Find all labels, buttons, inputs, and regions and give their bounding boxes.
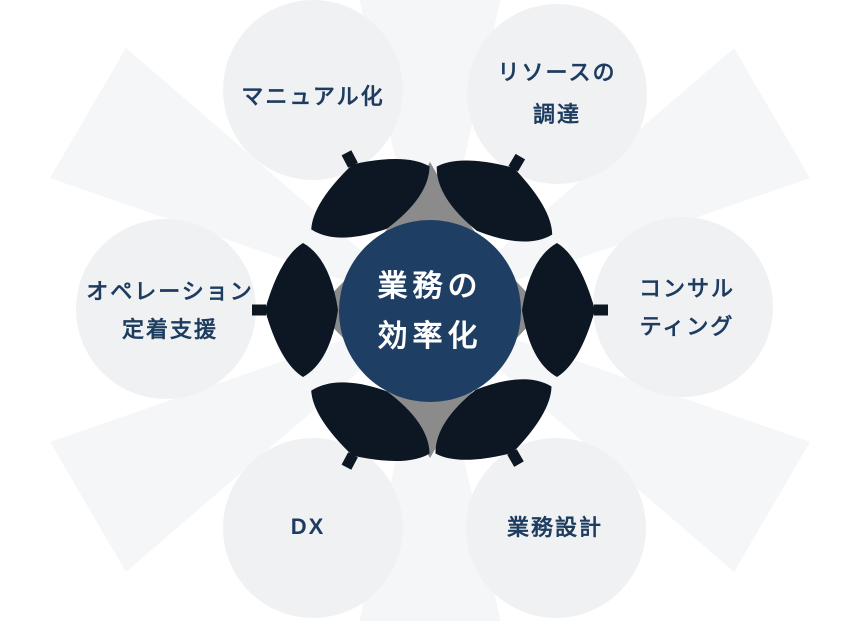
halo-operation (76, 219, 256, 399)
label-resource: リソースの 調達 (498, 52, 617, 136)
halo-design (466, 438, 646, 618)
wedge-lower-right (430, 310, 810, 572)
center-title-line1: 業務の (377, 270, 483, 303)
label-manual: マニュアル化 (241, 84, 385, 109)
arrow-top-right (436, 153, 553, 242)
arrow-right (522, 243, 608, 377)
center-circle (339, 220, 521, 402)
center-title-line2: 効率化 (377, 320, 483, 353)
label-resource-line1: リソースの (497, 60, 617, 85)
halo-manual (223, 0, 403, 180)
label-operation: オペレーション 定着支援 (86, 273, 254, 349)
arrow-bottom-left (311, 382, 430, 470)
halo-resource (467, 4, 647, 184)
halo-consulting (593, 217, 773, 397)
label-resource-line2: 調達 (532, 102, 581, 127)
center-title: 業務の 効率化 (378, 262, 483, 362)
label-operation-line1: オペレーション (86, 279, 254, 304)
label-operation-line2: 定着支援 (121, 317, 218, 342)
wedge-upper-left (50, 48, 430, 310)
arrow-top-left (311, 150, 430, 238)
arrow-left (252, 243, 338, 377)
halo-dx (223, 438, 403, 618)
label-consulting: コンサル ティング (639, 270, 735, 346)
label-consulting-line2: ティング (639, 314, 735, 339)
arrow-bottom-right (435, 379, 552, 467)
label-consulting-line1: コンサル (638, 276, 736, 301)
label-design: 業務設計 (506, 515, 604, 540)
label-dx: DX (290, 514, 326, 539)
inward-arrows (252, 150, 608, 470)
wedge-upper-right (430, 48, 810, 310)
node-halos (76, 0, 773, 618)
wedge-lower-left (50, 310, 430, 572)
